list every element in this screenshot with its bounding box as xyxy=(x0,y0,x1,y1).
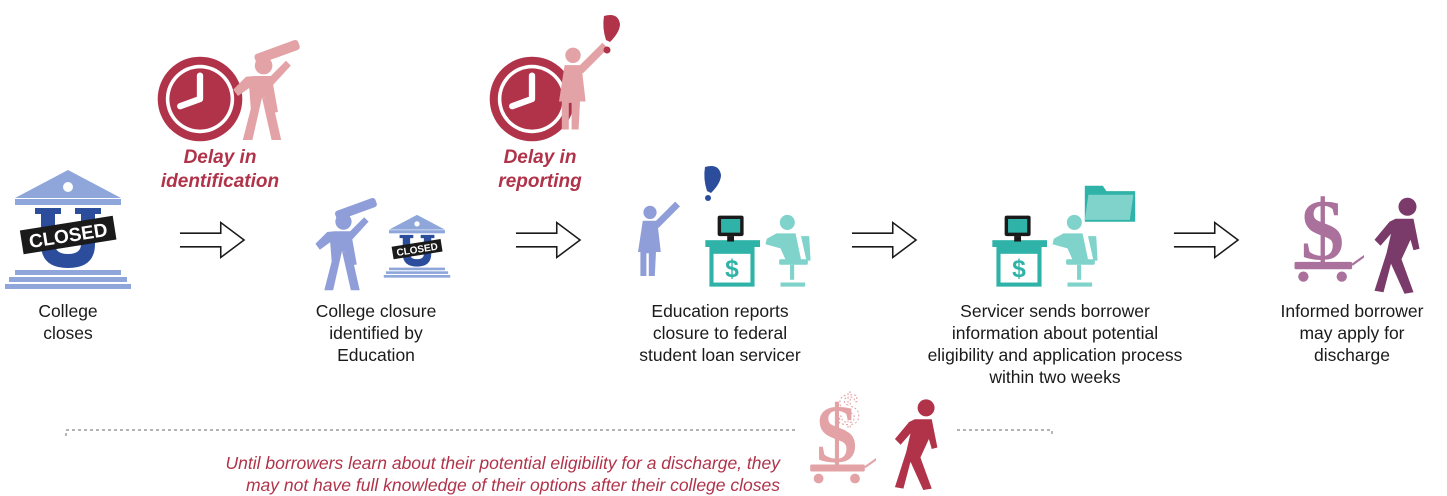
person-with-telescope-icon xyxy=(222,40,302,144)
right-arrow-icon xyxy=(514,220,582,260)
delay-identification-label: Delay in identification xyxy=(160,147,280,192)
person-with-telescope-icon xyxy=(302,198,382,294)
megaphone-icon xyxy=(603,15,620,54)
closed-sign: CLOSED xyxy=(28,220,109,253)
servicer-at-desk-icon xyxy=(705,206,815,288)
person-pulling-cart-icon xyxy=(1370,196,1430,294)
right-arrow-icon xyxy=(1172,220,1240,260)
step-1-label: College closes xyxy=(38,301,98,343)
closed-college-icon: CLOSED xyxy=(5,170,131,289)
person-pulling-cart-icon xyxy=(890,398,948,490)
delay-reporting-label: Delay in reporting xyxy=(498,147,582,192)
megaphone-icon xyxy=(704,166,721,201)
step-4-label: Servicer sends borrower information abou… xyxy=(927,301,1183,387)
folder-icon xyxy=(1083,176,1137,226)
closed-college-icon: CLOSED xyxy=(383,214,451,278)
step-3-label: Education reports closure to federal stu… xyxy=(639,301,801,365)
faded-dollar-icon: $ xyxy=(838,385,861,435)
right-arrow-icon xyxy=(178,220,246,260)
step-5-label: Informed borrower may apply for discharg… xyxy=(1280,301,1424,365)
note-bracket xyxy=(65,429,1053,436)
step-2-label: College closure identified by Education xyxy=(315,301,437,365)
closed-sign: CLOSED xyxy=(396,242,439,259)
right-arrow-icon xyxy=(850,220,918,260)
svg-text:$: $ xyxy=(838,385,860,434)
dollar-cart-icon xyxy=(1290,188,1364,284)
person-with-megaphone-icon xyxy=(632,172,692,290)
borrower-knowledge-note: Until borrowers learn about their potent… xyxy=(225,453,780,495)
